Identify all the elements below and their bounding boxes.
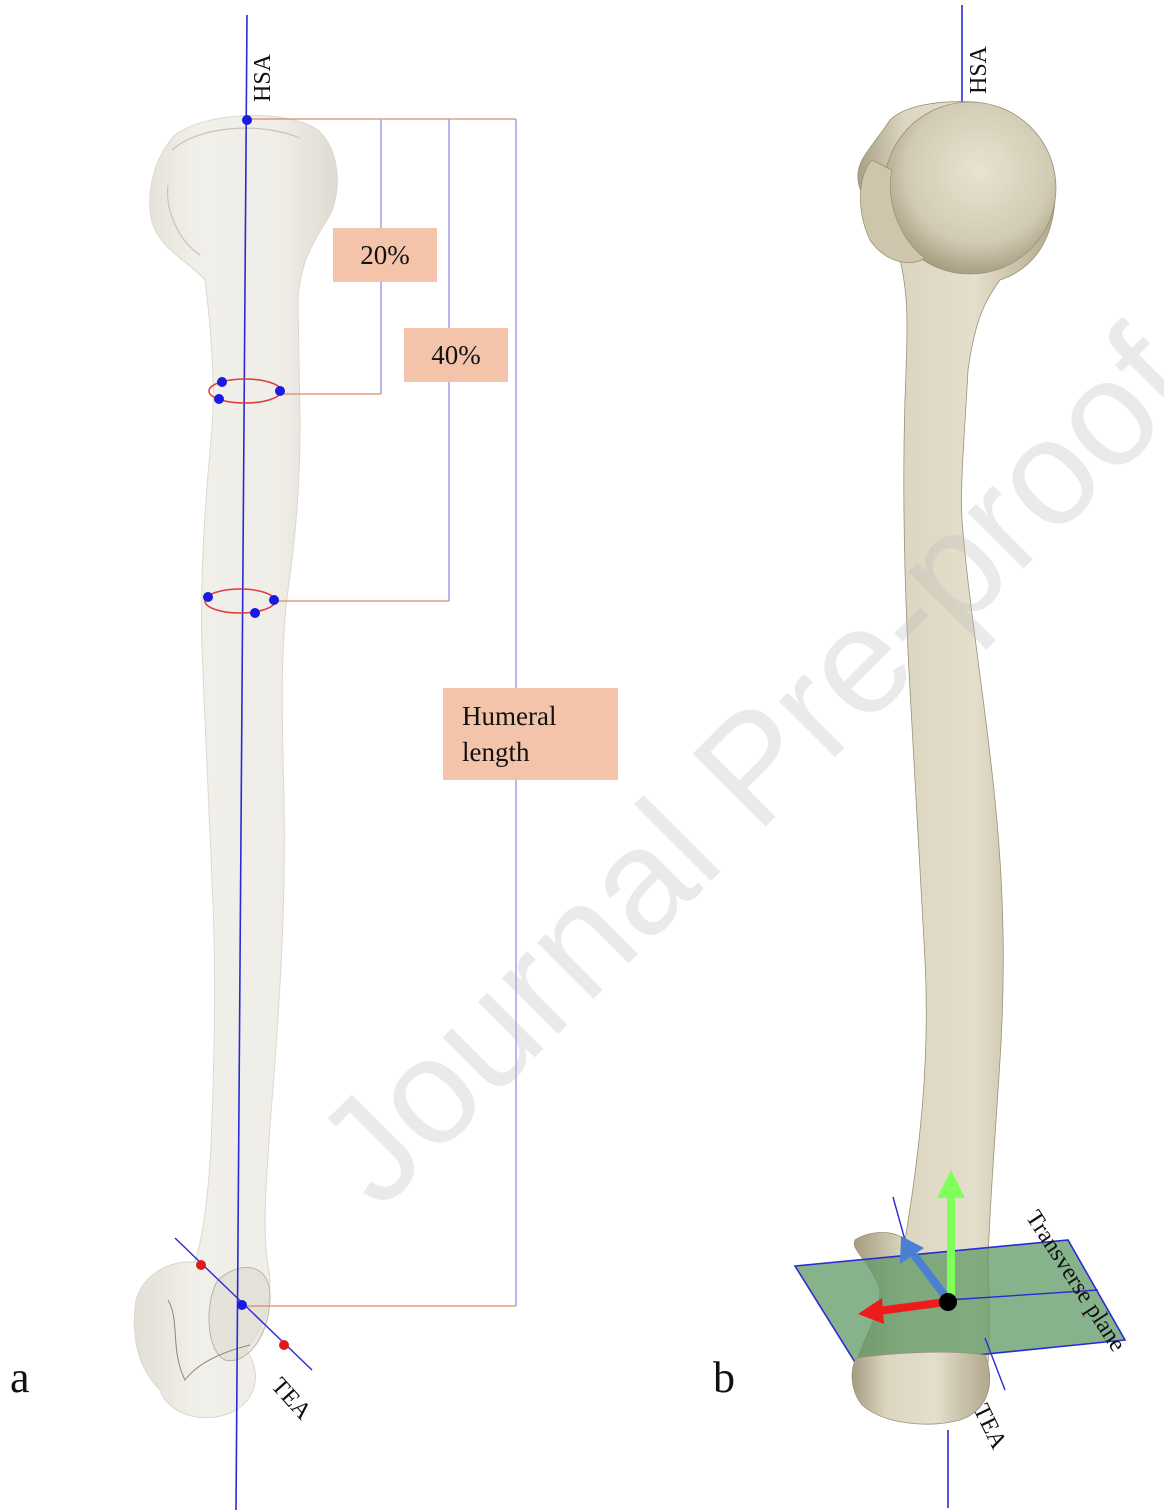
pct20-label-box: 20% [333, 228, 437, 282]
origin-point [939, 1293, 957, 1311]
pct40-label-box: 40% [404, 328, 508, 382]
hsa-label-b: HSA [966, 46, 993, 94]
distal-condyle-a [209, 1267, 270, 1360]
hsa-label-a: HSA [250, 54, 277, 102]
humeral-length-line2: length [462, 736, 530, 768]
humeral-length-line1: Humeral [462, 700, 556, 732]
tea-axis-line-b-upper [893, 1197, 905, 1240]
panel-label-a: a [10, 1352, 30, 1403]
humerus-bone-a [134, 115, 337, 1417]
humeral-length-label-box: Humeral length [443, 688, 618, 780]
panel-label-b: b [713, 1352, 735, 1403]
